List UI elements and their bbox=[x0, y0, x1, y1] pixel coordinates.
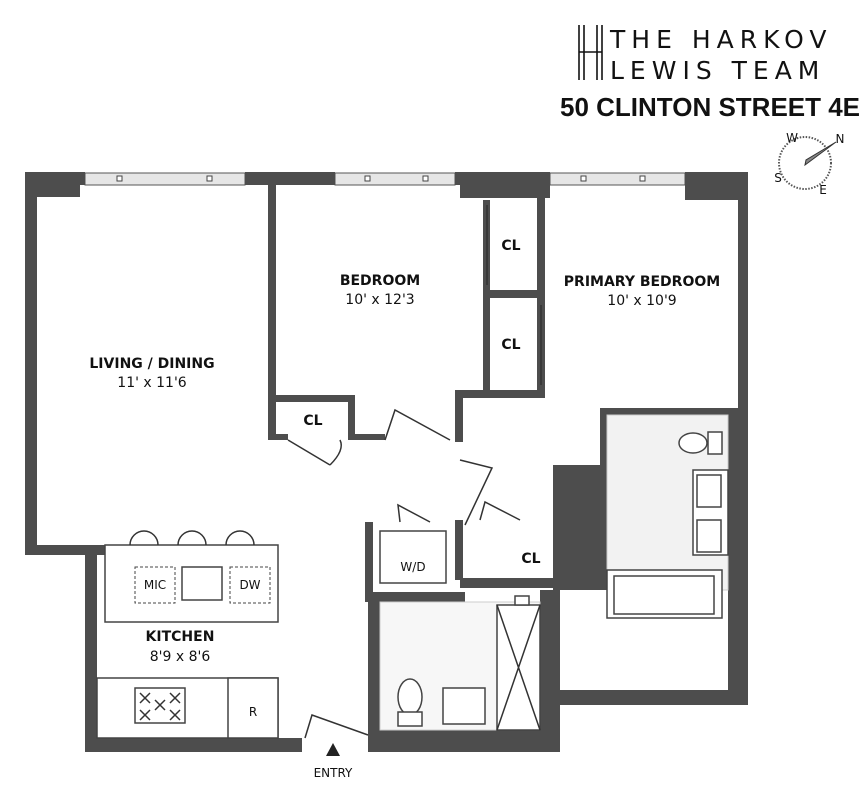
windows bbox=[84, 172, 686, 186]
compass-w: W bbox=[786, 131, 798, 145]
door-bedroom bbox=[384, 408, 451, 441]
room-kitchen-size: 8'9 x 8'6 bbox=[150, 649, 211, 665]
room-primary-name: PRIMARY BEDROOM bbox=[564, 274, 720, 290]
compass-e: E bbox=[819, 183, 827, 197]
washer-dryer bbox=[379, 530, 447, 584]
refrigerator bbox=[227, 677, 279, 739]
compass-n: N bbox=[836, 132, 845, 146]
bath-sink-icon bbox=[442, 687, 486, 725]
kitchen-fixtures bbox=[96, 530, 279, 739]
brand-line-2: LEWIS TEAM bbox=[610, 56, 825, 85]
sink-icon bbox=[181, 566, 223, 601]
room-living-name: LIVING / DINING bbox=[89, 356, 214, 372]
bath-fixtures bbox=[379, 414, 729, 731]
microwave-label: MIC bbox=[144, 578, 166, 592]
room-primary-size: 10' x 10'9 bbox=[607, 293, 676, 309]
room-kitchen-name: KITCHEN bbox=[146, 629, 215, 645]
walls bbox=[25, 172, 748, 752]
door-entry bbox=[304, 714, 369, 739]
door-primary bbox=[459, 459, 494, 526]
primary-toilet-icon bbox=[678, 432, 708, 454]
compass-s: S bbox=[774, 171, 782, 185]
closet-label: CL bbox=[521, 551, 540, 567]
entry-arrow-icon bbox=[326, 743, 340, 756]
toilet-icon bbox=[397, 678, 423, 716]
window-primary bbox=[549, 172, 686, 186]
closet-label: CL bbox=[501, 238, 520, 254]
room-bedroom-size: 10' x 12'3 bbox=[345, 292, 414, 308]
door-closet bbox=[287, 439, 342, 466]
door-hall-closet bbox=[479, 500, 521, 521]
room-bedroom-name: BEDROOM bbox=[340, 273, 420, 289]
closet-label: CL bbox=[303, 413, 322, 429]
microwave bbox=[134, 566, 176, 604]
refrigerator-label: R bbox=[249, 705, 257, 719]
closet-label: CL bbox=[501, 337, 520, 353]
window-bedroom bbox=[334, 172, 456, 186]
compass-icon: N E S W bbox=[774, 131, 844, 197]
address-title: 50 CLINTON STREET 4E bbox=[560, 92, 860, 122]
door-wd bbox=[397, 503, 431, 523]
room-living-size: 11' x 11'6 bbox=[117, 375, 187, 391]
dishwasher bbox=[229, 566, 271, 604]
washer-dryer-label: W/D bbox=[400, 560, 425, 574]
entry-label: ENTRY bbox=[314, 766, 353, 780]
doors bbox=[287, 205, 653, 739]
window-living bbox=[84, 172, 246, 186]
brand-line-1: THE HARKOV bbox=[609, 25, 832, 54]
dishwasher-label: DW bbox=[239, 578, 260, 592]
logo-mark-icon bbox=[578, 25, 603, 80]
